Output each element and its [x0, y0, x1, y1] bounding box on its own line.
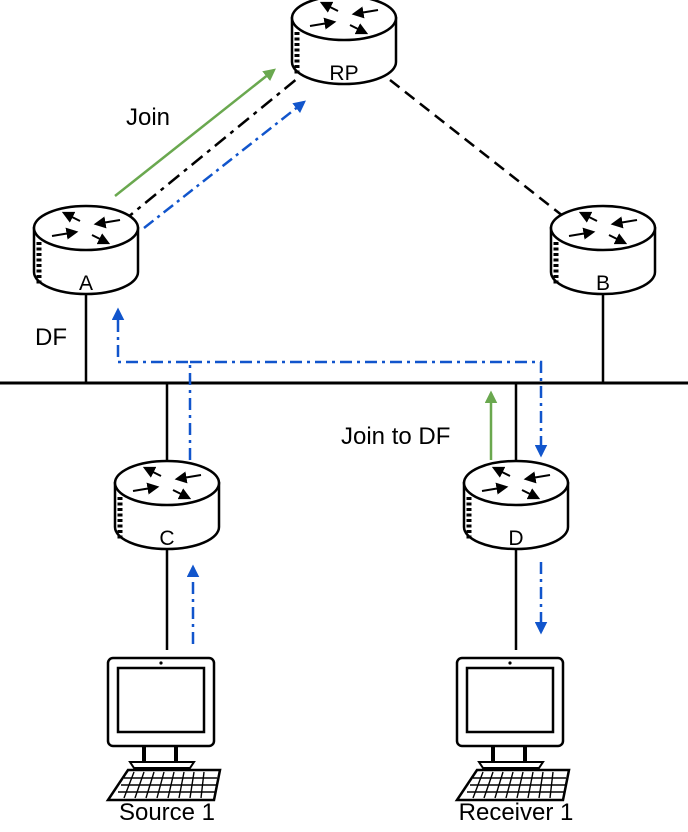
router-label: C: [159, 527, 174, 550]
host-source[interactable]: [106, 656, 222, 802]
computer-icon: [106, 656, 222, 802]
router-label: B: [596, 272, 610, 295]
flow-lan-to-d: [190, 360, 548, 458]
router-c[interactable]: C: [115, 461, 219, 550]
host-receiver[interactable]: [455, 656, 571, 802]
router-label: A: [79, 272, 93, 295]
shared-tree-links: [121, 77, 569, 223]
router-a[interactable]: A: [34, 206, 138, 295]
link-rp-b: [389, 79, 569, 221]
join-arrow: [114, 68, 276, 197]
receiver-label: Receiver 1: [459, 799, 574, 826]
join-label: Join: [126, 104, 170, 131]
flow-c-to-a: [111, 307, 192, 460]
router-rp[interactable]: RP: [292, 0, 396, 85]
join-to-df-label: Join to DF: [341, 423, 450, 450]
router-b[interactable]: B: [551, 206, 655, 295]
data-flow-arrows: [111, 100, 548, 644]
computer-icon: [455, 656, 571, 802]
router-label: RP: [329, 62, 358, 85]
router-label: D: [508, 527, 523, 550]
df-label: DF: [35, 324, 67, 351]
source-label: Source 1: [119, 799, 215, 826]
router-d[interactable]: D: [464, 461, 568, 550]
link-a-rp: [121, 77, 299, 223]
join-arrows: [114, 68, 498, 460]
physical-links: [0, 290, 688, 650]
flow-a-to-rp: [143, 100, 306, 229]
